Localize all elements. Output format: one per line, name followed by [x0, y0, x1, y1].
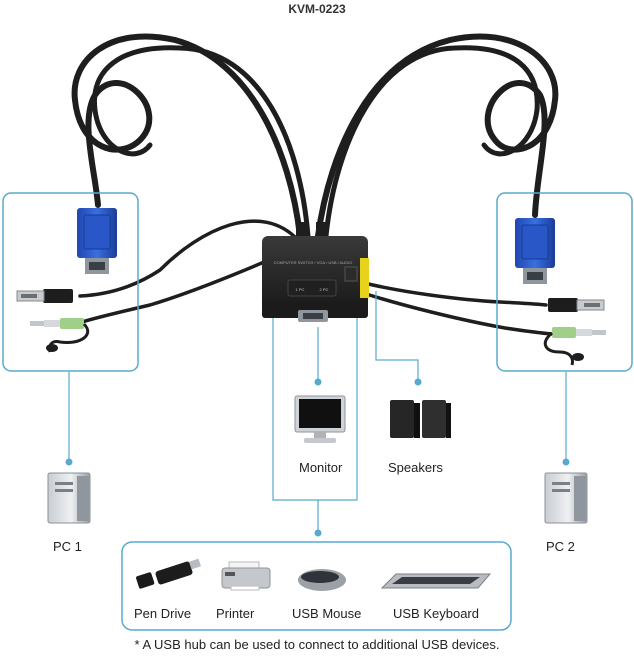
pc2-label: PC 2 [546, 539, 575, 554]
pc1-connector-box [2, 192, 139, 372]
printer-icon [221, 561, 271, 591]
speakers-dot [414, 378, 422, 386]
pc2-audio-plug [552, 327, 606, 338]
usb-devices-panel [121, 541, 512, 631]
usb-keyboard-label: USB Keyboard [393, 606, 479, 621]
kvm-front-text: COMPUTER SWITCH / VGA / USB / AUDIO [274, 260, 353, 265]
pen-drive-label: Pen Drive [134, 606, 192, 621]
kvm-port2-label: 2 PC [320, 287, 329, 292]
pc2-dot [562, 458, 570, 466]
kvm-port1-label: 1 PC [296, 287, 305, 292]
pc2-audio-cable [543, 331, 574, 366]
speakers-icon [390, 400, 451, 438]
usb-mouse-icon [298, 569, 346, 591]
connector-dots [65, 378, 570, 537]
pc1-dot [65, 458, 73, 466]
usb-hub-bracket [272, 318, 358, 501]
monitor-label: Monitor [299, 460, 343, 475]
usb-keyboard-icon [380, 573, 492, 589]
speakers-label: Speakers [388, 460, 443, 475]
pen-drive-icon [136, 558, 201, 589]
usb-devices-dot [314, 529, 322, 537]
monitor-dot [314, 378, 322, 386]
pc1-vga-plug [77, 208, 117, 274]
connector-lines [68, 291, 567, 533]
kvm-yellow-strip [360, 258, 369, 298]
pc2-tower-icon [544, 472, 588, 524]
pc1-tower-icon [47, 472, 91, 524]
printer-label: Printer [216, 606, 255, 621]
kvm-switch-device [262, 222, 369, 322]
pc1-usb-plug [16, 289, 73, 303]
pc2-vga-plug [515, 218, 555, 284]
pc2-connector-box [496, 192, 633, 372]
monitor-icon [294, 395, 346, 443]
pc2-cable-tie [572, 353, 584, 361]
usb-mouse-label: USB Mouse [292, 606, 362, 621]
pc1-cable-tie [46, 344, 58, 352]
right-cable-bundle [315, 33, 559, 336]
pc1-label: PC 1 [53, 539, 82, 554]
diagram-title: KVM-0223 [288, 2, 346, 16]
pc2-usb-plug [548, 298, 605, 312]
speakers-link [375, 291, 419, 382]
pc1-audio-plug [30, 318, 84, 329]
usb-hub-footnote: * A USB hub can be used to connect to ad… [134, 637, 500, 652]
